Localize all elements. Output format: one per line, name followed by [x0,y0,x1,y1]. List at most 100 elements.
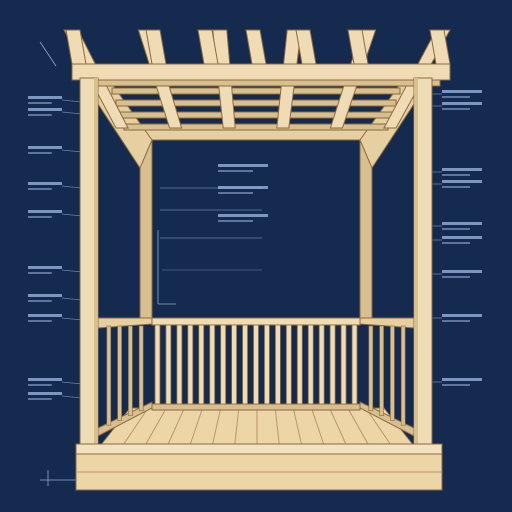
roof-slat [123,123,389,131]
front-baluster [253,324,259,405]
front-baluster [176,324,183,405]
left-callout-text-mark [28,266,62,269]
roof-slat [119,111,393,119]
left-callout-leader-line [61,185,83,189]
right-callout-text-mark [442,108,470,110]
left-callout-text-mark [28,320,52,322]
right-callout-text-mark [442,222,482,225]
right-callout-text-mark [442,228,470,230]
front-baluster [318,324,325,405]
left-callout-text-mark [28,188,52,190]
front-baluster [296,324,303,405]
front-baluster [220,324,227,405]
front-baluster [187,324,194,405]
deck-board-seam [234,407,240,447]
base-platform [75,443,443,491]
right-callout-text-mark [442,320,470,322]
left-callout-leader-line [61,297,83,301]
front-baluster [340,324,347,405]
right-callout-text-mark [442,384,470,386]
front-posts [79,77,433,449]
left-callout-text-mark [28,272,52,274]
left-callout-text-mark [28,294,62,297]
center-callout-text-mark [218,170,253,172]
front-baluster [329,324,336,405]
left-side-baluster [128,325,133,416]
front-baluster [351,324,358,405]
left-callout-leader-line [61,213,83,217]
deck-board-seam [365,407,392,447]
right-side-baluster [400,325,406,426]
front-baluster [264,324,270,405]
left-callout-text-mark [28,146,62,149]
deck-board-seam [347,407,370,447]
left-callout-text-mark [28,102,52,104]
right-callout-text-mark [442,186,470,188]
left-callout-text-mark [28,216,52,218]
side-railings [97,317,415,437]
front-baluster [198,324,205,405]
left-callout-text-mark [28,182,62,185]
right-side-baluster [379,325,384,416]
deck-board-seam [329,407,348,447]
front-left-post-shade [94,78,98,448]
right-callout-text-mark [442,102,482,105]
left-callout-text-mark [28,378,62,381]
left-callout-text-mark [28,108,62,111]
left-callout-text-mark [28,392,62,395]
deck-board-seam [211,407,222,447]
roof-slat [111,87,401,95]
left-callout-text-mark [28,96,62,99]
front-baluster [231,324,238,405]
center-callout-text-mark [218,220,253,222]
left-callout-leader-line [61,99,83,103]
deck-board-seam [189,407,204,447]
left-callout-leader-line [61,395,83,399]
center-callout-text-mark [218,186,268,189]
right-callout-text-mark [442,168,482,171]
front-right-post-shade [414,78,418,448]
front-baluster [242,324,248,405]
deck-board-seam [274,407,280,447]
left-callout-leader-line [61,149,83,153]
left-callout-leader-line [61,111,83,115]
left-callout-text-mark [28,114,52,116]
left-callout-text-mark [28,152,52,154]
front-baluster [307,324,314,405]
right-callout-text-mark [442,276,470,278]
front-rail-bottom [151,403,361,411]
front-railing [151,317,361,411]
front-rail-top [151,317,361,326]
deck-floor [98,407,416,447]
left-side-baluster [138,325,144,412]
right-callout-text-mark [442,314,482,317]
right-callout-text-mark [442,174,470,176]
left-callout-text-mark [28,300,52,302]
center-callout-text-mark [218,214,268,217]
front-baluster [209,324,216,405]
right-callout-text-mark [442,270,482,273]
center-callout-text-mark [218,192,253,194]
right-callout-text-mark [442,180,482,183]
right-callout-text-mark [442,90,482,93]
front-baluster [165,324,172,405]
annotation-layer [28,41,482,486]
left-side-baluster [106,325,112,426]
right-callout-text-mark [442,236,482,239]
left-callout-leader-line [61,381,83,385]
left-callout-text-mark [28,210,62,213]
front-baluster [154,324,161,405]
right-side-baluster [390,325,395,421]
left-callout-text-mark [28,398,52,400]
deck-board-seam [122,407,149,447]
right-callout-text-mark [442,378,482,381]
right-callout-text-mark [442,242,470,244]
deck-board-seam [166,407,185,447]
center-callout-text-mark [218,164,268,167]
deck-board-seam [144,407,167,447]
deck-board-seam [292,407,303,447]
front-baluster [285,324,292,405]
right-side-baluster [368,325,374,412]
